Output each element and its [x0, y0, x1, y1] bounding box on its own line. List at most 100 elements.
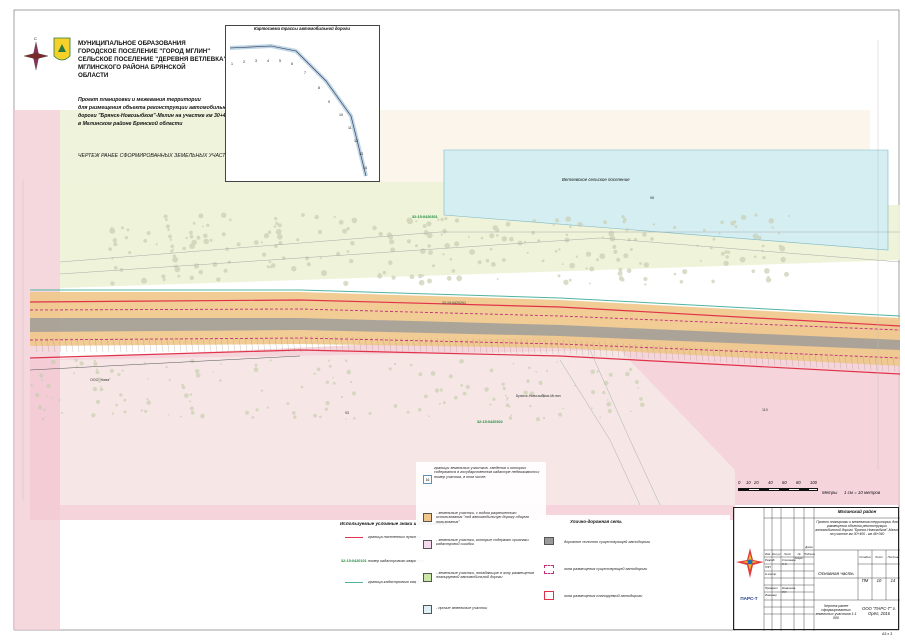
tree-mark: [41, 417, 45, 421]
scale-bar: [738, 488, 818, 492]
stamp-sheets-value: 14: [890, 578, 896, 583]
stamp-row-role: Разраб.: [765, 558, 776, 562]
hatch-mark: [814, 353, 818, 368]
hatch-mark: [190, 337, 194, 353]
tree-mark: [112, 238, 118, 243]
tree-mark: [95, 368, 98, 371]
road-hatch: [34, 336, 896, 372]
hatch-mark: [112, 337, 116, 353]
tree-mark: [424, 394, 428, 399]
tree-mark: [711, 279, 715, 284]
hatch-mark: [712, 348, 716, 363]
stamp-sheet-value: 10: [876, 578, 882, 583]
tree-mark: [532, 219, 537, 223]
hatch-mark: [778, 351, 782, 366]
tree-mark: [201, 225, 204, 228]
tree-mark: [489, 403, 492, 406]
tree-mark: [484, 387, 489, 392]
tree-mark: [346, 369, 352, 375]
tree-mark: [558, 412, 563, 417]
hatch-mark: [178, 337, 182, 353]
tree-mark: [634, 380, 639, 384]
stamp-row-role: ГИП: [765, 565, 771, 569]
tree-mark: [319, 415, 322, 419]
stamp-column-header: Лист: [783, 552, 792, 556]
tree-mark: [146, 377, 149, 380]
tree-mark: [753, 255, 757, 258]
hatch-mark: [742, 349, 746, 364]
hatch-mark: [508, 339, 512, 354]
tree-mark: [501, 236, 507, 242]
tree-mark: [699, 259, 702, 262]
stamp-part: Основная часть: [818, 571, 854, 576]
tree-mark: [155, 243, 158, 246]
tree-mark: [123, 398, 127, 402]
hatch-mark: [400, 337, 404, 352]
tree-mark: [434, 388, 440, 393]
scale-tick-label: 10: [746, 480, 751, 485]
tree-mark: [591, 407, 593, 409]
tree-mark: [212, 262, 218, 267]
hatch-mark: [160, 337, 164, 353]
tree-mark: [622, 220, 626, 224]
hatch-mark: [682, 346, 686, 361]
tree-mark: [574, 384, 576, 387]
tree-mark: [163, 214, 168, 219]
tree-mark: [568, 225, 572, 229]
tree-mark: [181, 383, 184, 387]
scale-tick-label: 20: [754, 480, 759, 485]
tree-mark: [220, 363, 222, 365]
stamp-stage-header: Стадия: [859, 555, 871, 559]
tree-mark: [165, 365, 168, 369]
tree-mark: [740, 214, 747, 221]
header-line-3: СЕЛЬСКОЕ ПОСЕЛЕНИЕ "ДЕРЕВНЯ ВЕТЛЕВКА": [78, 56, 227, 63]
tree-mark: [76, 365, 79, 368]
tree-mark: [387, 234, 394, 240]
tree-mark: [196, 235, 201, 240]
tree-mark: [353, 417, 356, 420]
tree-mark: [216, 277, 221, 282]
tree-mark: [51, 397, 54, 400]
tree-mark: [508, 405, 511, 408]
hatch-mark: [484, 338, 488, 353]
tree-mark: [751, 269, 756, 274]
hatch-mark: [880, 356, 884, 372]
tree-mark: [336, 251, 341, 257]
tree-mark: [128, 251, 132, 255]
tree-mark: [115, 403, 118, 407]
tree-mark: [607, 399, 609, 401]
tree-mark: [219, 379, 222, 382]
hatch-mark: [550, 339, 554, 354]
tree-mark: [97, 379, 102, 383]
tree-mark: [618, 267, 623, 272]
tree-mark: [192, 221, 196, 225]
tree-mark: [430, 371, 436, 376]
tree-mark: [406, 217, 413, 224]
inset-number: 10: [339, 113, 343, 117]
tree-mark: [492, 397, 496, 401]
tree-mark: [305, 256, 310, 261]
hatch-mark: [412, 337, 416, 352]
company-logo-icon: [736, 548, 764, 578]
tree-mark: [270, 263, 276, 268]
tree-mark: [406, 239, 411, 244]
tree-mark: [489, 233, 495, 239]
tree-mark: [508, 416, 513, 420]
hatch-mark: [796, 352, 800, 367]
hatch-mark: [892, 357, 896, 372]
hatch-mark: [616, 342, 620, 358]
hatch-mark: [868, 356, 872, 371]
tree-mark: [170, 249, 173, 253]
tree-mark: [168, 378, 171, 381]
tree-mark: [585, 267, 588, 270]
legend-quarter-border-swatch: [345, 582, 363, 583]
stamp-column-header: Подпись: [804, 552, 816, 556]
hatch-mark: [478, 338, 482, 353]
tree-mark: [161, 274, 166, 279]
tree-mark: [393, 362, 397, 366]
tree-mark: [440, 217, 444, 222]
tree-mark: [509, 236, 514, 242]
hatch-mark: [544, 339, 548, 354]
tree-mark: [343, 280, 349, 286]
tree-mark: [496, 278, 499, 280]
